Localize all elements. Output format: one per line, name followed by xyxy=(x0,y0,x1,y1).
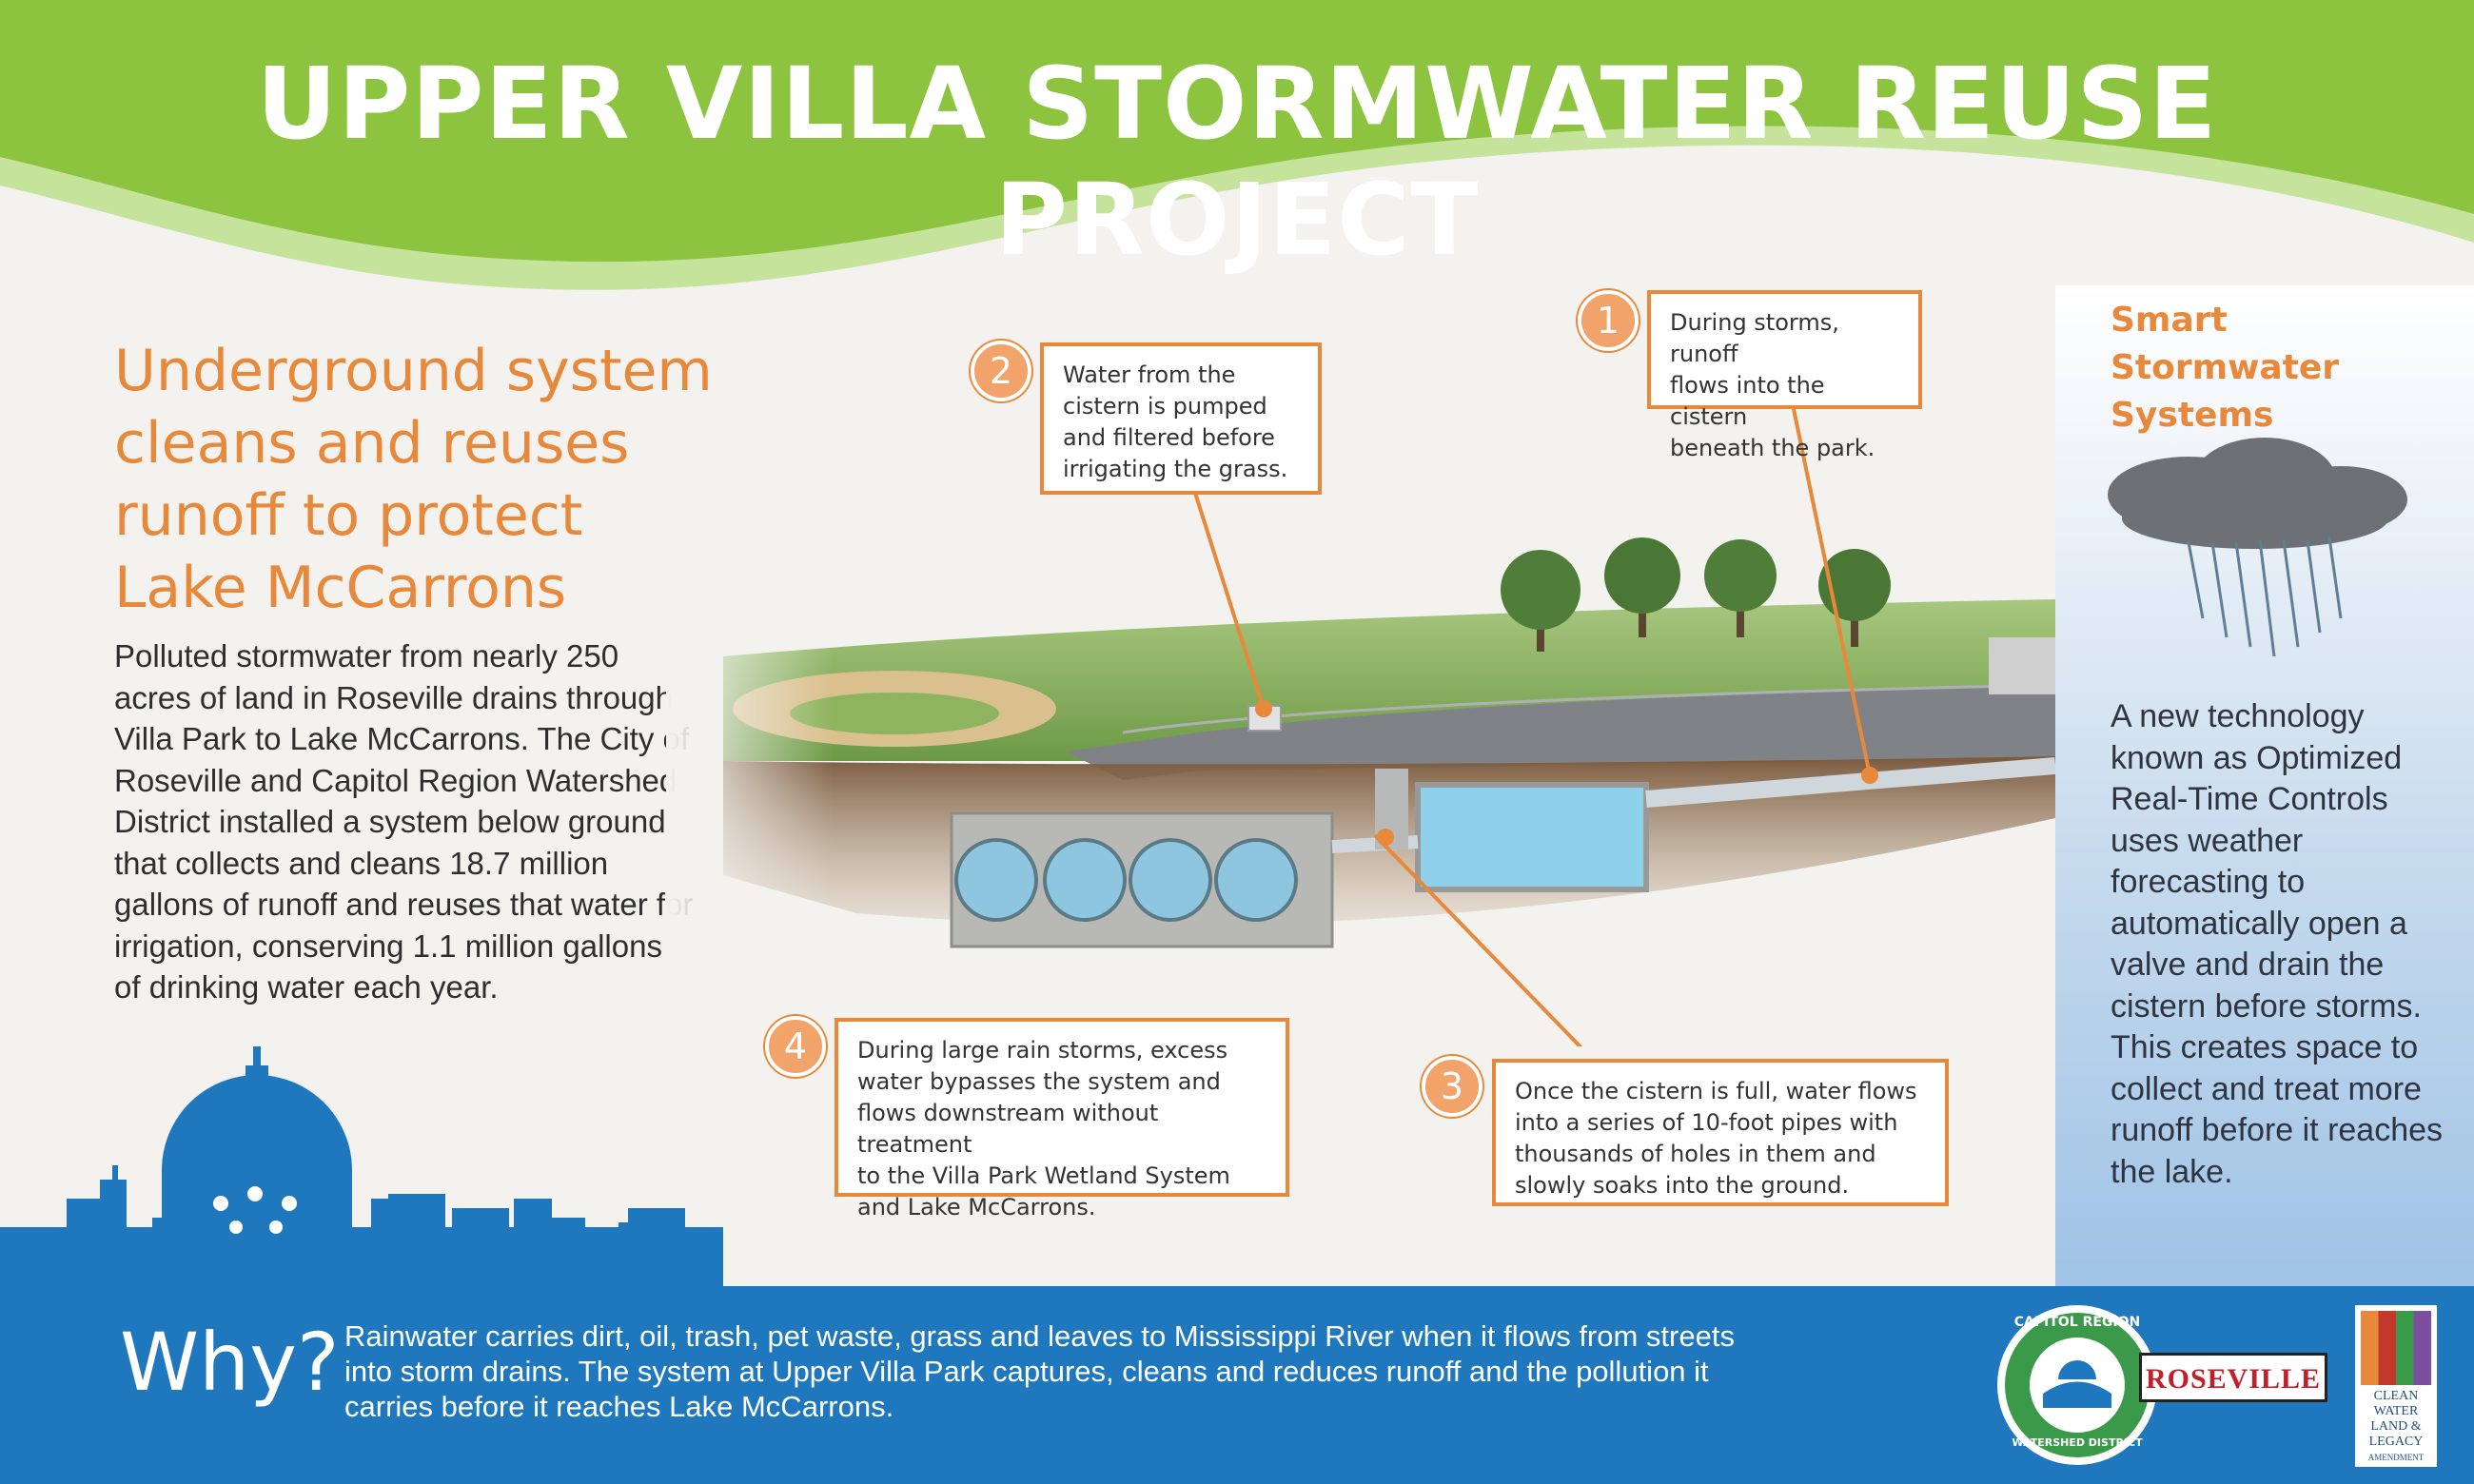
callout-3-line: slowly soaks into the ground. xyxy=(1515,1172,1850,1199)
callout-1: During storms, runoff flows into the cis… xyxy=(1647,290,1922,461)
callout-number-3: 3 xyxy=(1422,1056,1482,1117)
callout-3-line: thousands of holes in them and xyxy=(1515,1141,1876,1167)
callout-2-line: and filtered before xyxy=(1063,424,1275,451)
roseville-logo: ROSEVILLE xyxy=(2139,1353,2327,1402)
callout-number-1: 1 xyxy=(1578,290,1639,351)
callout-2: Water from the cistern is pumped and fil… xyxy=(1040,342,1322,495)
callout-4-line: water bypasses the system and xyxy=(857,1068,1221,1095)
system-cross-section-illustration xyxy=(666,408,2055,1046)
legacy-text-line: AMENDMENT xyxy=(2367,1453,2425,1462)
capitol-logo-bottom-text: WATERSHED DISTRICT xyxy=(2012,1436,2143,1449)
callout-4-line: flows downstream without treatment xyxy=(857,1100,1159,1158)
callout-2-line: Water from the xyxy=(1063,361,1236,388)
why-body: Rainwater carries dirt, oil, trash, pet … xyxy=(344,1319,1735,1423)
smart-stormwater-sidebar: Smart Stormwater Systems A new technolog… xyxy=(2055,285,2474,1286)
watershed-seal-icon xyxy=(1997,1305,2157,1465)
page-title: UPPER VILLA STORMWATER REUSE PROJECT xyxy=(256,46,2218,278)
callout-2-line: irrigating the grass. xyxy=(1063,456,1288,482)
callout-4-line: to the Villa Park Wetland System xyxy=(857,1162,1230,1189)
callout-3-line: Once the cistern is full, water flows xyxy=(1515,1078,1917,1104)
callout-4-line: and Lake McCarrons. xyxy=(857,1194,1096,1220)
callout-number-2: 2 xyxy=(971,341,1031,401)
intro-body: Polluted stormwater from nearly 250 acre… xyxy=(114,638,694,1005)
callout-1-line: beneath the park. xyxy=(1670,435,1875,461)
callout-4: During large rain storms, excess water b… xyxy=(834,1018,1289,1220)
sidebar-title: Smart Stormwater Systems xyxy=(2111,301,2340,435)
city-skyline-illustration xyxy=(0,1046,723,1289)
callout-number-4: 4 xyxy=(765,1016,826,1077)
legacy-text-line: LEGACY xyxy=(2368,1435,2424,1449)
callout-3: Once the cistern is full, water flows in… xyxy=(1492,1059,1949,1206)
callout-1-line: During storms, runoff xyxy=(1670,309,1839,367)
callout-2-line: cistern is pumped xyxy=(1063,393,1267,420)
title-banner xyxy=(0,0,2474,290)
legacy-color-block xyxy=(2361,1311,2431,1385)
callout-3-line: into a series of 10-foot pipes with xyxy=(1515,1109,1898,1136)
sidebar-body: A new technology known as Optimized Real… xyxy=(2111,698,2444,1190)
legacy-amendment-logo: CLEAN WATER LAND & LEGACY AMENDMENT xyxy=(2355,1305,2437,1467)
callout-4-line: During large rain storms, excess xyxy=(857,1037,1228,1064)
legacy-text-line: WATER xyxy=(2373,1404,2419,1418)
legacy-text-line: LAND & xyxy=(2370,1419,2422,1434)
callout-1-line: flows into the cistern xyxy=(1670,372,1825,430)
capitol-region-watershed-logo: CAPITOL REGION WATERSHED DISTRICT xyxy=(1995,1303,2159,1467)
why-label: Why? xyxy=(120,1316,340,1409)
legacy-text-line: CLEAN xyxy=(2373,1389,2419,1403)
why-footer: Why? Rainwater carries dirt, oil, trash,… xyxy=(0,1286,2474,1484)
capitol-logo-top-text: CAPITOL REGION xyxy=(2013,1315,2141,1330)
intro-heading: Underground system cleans and reuses run… xyxy=(114,338,713,621)
rain-cloud-icon xyxy=(2108,438,2407,657)
roseville-logo-text: ROSEVILLE xyxy=(2145,1363,2322,1395)
